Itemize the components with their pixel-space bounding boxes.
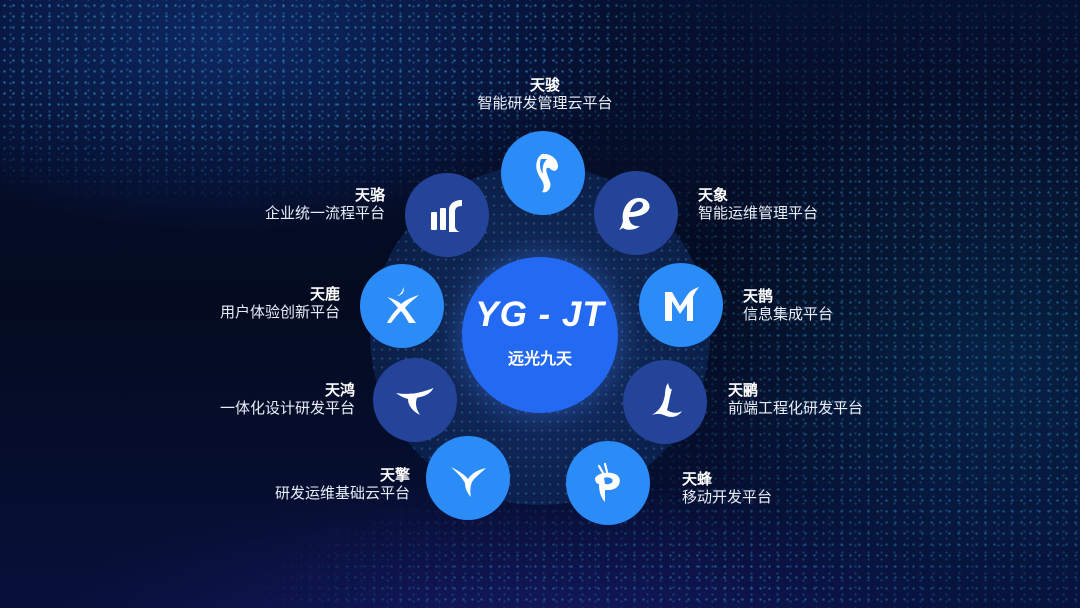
- platform-title: 天蜂: [682, 470, 713, 488]
- platform-node-tianli[interactable]: [623, 360, 707, 444]
- platform-title: 天骆: [354, 186, 385, 204]
- center-code: YG - JT: [475, 295, 605, 334]
- platform-node-tianjun[interactable]: [501, 131, 585, 215]
- platform-label-tianhong: 天鸿 一体化设计研发平台: [190, 381, 355, 418]
- bee-p-icon: [595, 462, 620, 502]
- platform-node-tianlu[interactable]: [360, 264, 444, 348]
- platform-title: 天鹂: [728, 381, 759, 399]
- platform-subtitle: 企业统一流程平台: [264, 204, 385, 222]
- platform-node-tianque[interactable]: [639, 263, 723, 347]
- platform-subtitle: 研发运维基础云平台: [274, 484, 410, 502]
- platform-label-tianlu: 天鹿 用户体验创新平台: [190, 285, 340, 322]
- platform-title: 天鹿: [309, 285, 340, 303]
- platform-subtitle: 信息集成平台: [743, 305, 834, 323]
- platform-title: 天象: [698, 186, 729, 204]
- platform-label-tianqing: 天擎 研发运维基础云平台: [250, 466, 410, 503]
- platform-node-tianfeng[interactable]: [566, 441, 650, 525]
- horse-head-icon: [536, 153, 558, 193]
- platform-subtitle: 一体化设计研发平台: [219, 399, 355, 417]
- platform-node-tianxiang[interactable]: [594, 171, 678, 255]
- center-hub: YG - JT 远光九天: [462, 257, 618, 413]
- deer-x-icon: [387, 287, 419, 323]
- platform-title: 天骏: [529, 76, 560, 94]
- platform-title: 天鹊: [743, 287, 774, 305]
- platform-label-tianque: 天鹊 信息集成平台: [743, 287, 833, 324]
- camel-w-icon: [431, 200, 462, 232]
- swan-t-icon: [396, 386, 435, 415]
- platform-subtitle: 智能运维管理平台: [698, 204, 819, 222]
- platform-label-tianxiang: 天象 智能运维管理平台: [698, 186, 818, 223]
- platform-subtitle: 前端工程化研发平台: [728, 399, 864, 417]
- platform-label-tianjun: 天骏 智能研发管理云平台: [470, 76, 620, 113]
- center-name: 远光九天: [507, 349, 572, 368]
- platform-label-tianluo: 天骆 企业统一流程平台: [240, 186, 385, 223]
- platform-subtitle: 用户体验创新平台: [219, 303, 340, 321]
- platform-node-tianqing[interactable]: [426, 436, 510, 520]
- platform-label-tianfeng: 天蜂 移动开发平台: [682, 470, 772, 507]
- platform-title: 天擎: [379, 466, 410, 484]
- magpie-m-icon: [665, 287, 699, 321]
- platform-title: 天鸿: [324, 381, 355, 399]
- platform-subtitle: 智能研发管理云平台: [477, 94, 613, 112]
- platform-subtitle: 移动开发平台: [682, 488, 773, 506]
- elephant-e-icon: [619, 198, 650, 230]
- oriole-l-icon: [652, 383, 682, 417]
- pillar-y-icon: [451, 467, 486, 497]
- platform-node-tianhong[interactable]: [373, 358, 457, 442]
- platform-label-tianli: 天鹂 前端工程化研发平台: [728, 381, 863, 418]
- platform-node-tianluo[interactable]: [405, 173, 489, 257]
